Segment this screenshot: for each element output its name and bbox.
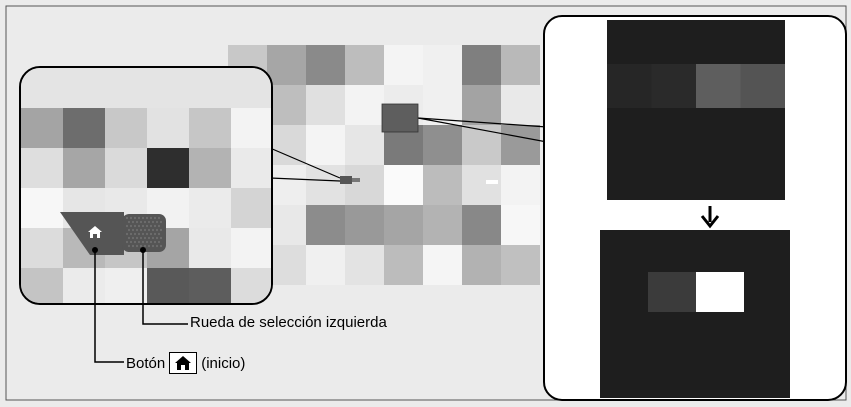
wheel-label: Rueda de selección izquierda bbox=[190, 314, 387, 331]
home-pointer-dot bbox=[92, 247, 98, 253]
label-pointer-lines bbox=[94, 250, 188, 363]
display-before-item bbox=[651, 64, 696, 108]
home-label-prefix: Botón bbox=[126, 354, 166, 372]
center-display-target bbox=[381, 103, 419, 133]
home-icon bbox=[169, 352, 198, 374]
cockpit-background bbox=[228, 45, 540, 285]
home-label-suffix: (inicio) bbox=[201, 354, 246, 372]
display-after-item-1 bbox=[648, 272, 696, 312]
display-after-item-2 bbox=[696, 272, 744, 312]
steering-switch-target bbox=[340, 176, 352, 184]
home-label: Botón (inicio) bbox=[126, 352, 245, 374]
steering-zoom-callout bbox=[19, 66, 360, 305]
display-states-panel bbox=[543, 15, 847, 401]
display-before-screen bbox=[607, 20, 785, 200]
display-before-item bbox=[740, 64, 785, 108]
wheel-pointer-dot bbox=[140, 247, 146, 253]
display-before bbox=[607, 20, 785, 200]
steering-zoom-image bbox=[21, 68, 271, 303]
home-icon bbox=[88, 226, 102, 238]
wheel-texture bbox=[125, 216, 163, 248]
screen-callout-lines bbox=[417, 117, 548, 143]
display-before-item bbox=[607, 64, 652, 108]
display-before-item bbox=[696, 64, 741, 108]
display-after bbox=[600, 230, 790, 398]
arrow-down-icon bbox=[700, 206, 720, 229]
